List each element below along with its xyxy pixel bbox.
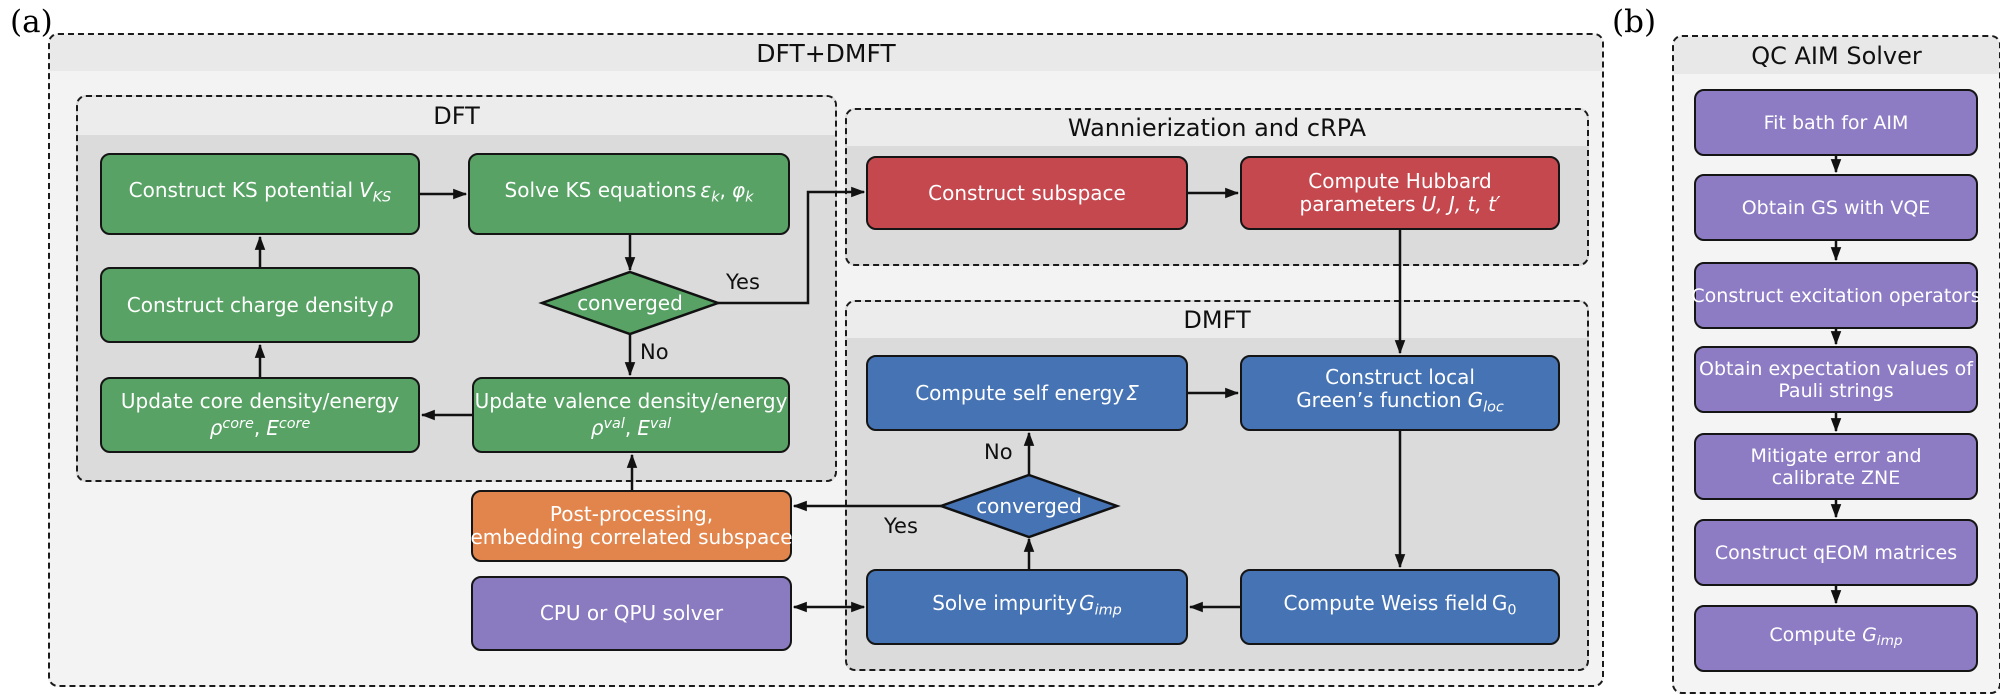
math-symbol: G <box>1079 590 1095 615</box>
node-update-core-density: Update core density/energy ρcore,Ecore <box>100 377 420 453</box>
node-text: Construct qEOM matrices <box>1714 541 1958 564</box>
node-cpu-qpu-solver: CPU or QPU solver <box>471 576 792 651</box>
node-text: , <box>719 177 726 202</box>
math-symbol: G <box>1467 388 1484 413</box>
decision-dmft-converged-label: converged <box>976 494 1082 518</box>
math-superscript: val <box>649 416 672 433</box>
math-subscript: loc <box>1483 399 1504 416</box>
node-text: , <box>253 415 261 440</box>
math-superscript: val <box>603 416 625 433</box>
decision-dft-converged-label: converged <box>577 291 683 315</box>
node-post-processing: Post-processing, embedding correlated su… <box>470 490 793 562</box>
node-text: Construct charge density <box>126 292 379 317</box>
math-symbol: ρ <box>209 415 223 440</box>
math-symbol: E <box>266 415 279 440</box>
node-fit-bath-for-aim: Fit bath for AIM <box>1694 89 1978 156</box>
section-dft-dmft-title: DFT+DMFT <box>756 38 896 68</box>
math-subscript: 0 <box>1507 602 1517 619</box>
math-subscript: k <box>711 189 720 206</box>
section-qc-aim-solver-titlebar: QC AIM Solver <box>1674 37 1999 74</box>
math-symbol: ε <box>700 177 712 202</box>
node-text: Obtain GS with VQE <box>1741 196 1931 219</box>
node-update-valence-density: Update valence density/energy ρval,Eval <box>472 377 790 453</box>
node-text: Construct local <box>1325 365 1475 390</box>
node-text: Post-processing, <box>549 502 714 526</box>
label-dft-yes: Yes <box>726 270 760 294</box>
node-text: Construct KS potential <box>128 177 354 202</box>
node-text: Solve impurity <box>932 590 1078 615</box>
math-symbol: G <box>1491 590 1508 615</box>
section-dmft-titlebar: DMFT <box>847 302 1587 338</box>
node-text: Update core density/energy <box>120 389 400 414</box>
math-symbol: E <box>637 415 650 440</box>
node-text: parameters <box>1299 192 1416 216</box>
panel-b-label: (b) <box>1612 4 1657 40</box>
node-text: Green’s function <box>1296 388 1462 413</box>
math-superscript: core <box>278 416 311 433</box>
node-text: embedding correlated subspace <box>470 525 793 549</box>
math-superscript: core <box>222 416 254 433</box>
math-symbol: ρ <box>590 415 604 440</box>
section-dft-title: DFT <box>433 102 480 130</box>
node-mitigate-error-zne: Mitigate error and calibrate ZNE <box>1694 433 1978 500</box>
node-construct-excitation-operators: Construct excitation operators <box>1691 262 1981 329</box>
label-dft-no: No <box>640 340 669 364</box>
node-obtain-gs-with-vqe: Obtain GS with VQE <box>1694 174 1978 241</box>
section-dmft-title: DMFT <box>1183 306 1251 334</box>
math-symbol: U, J, t, t′ <box>1421 192 1501 216</box>
panel-a-label: (a) <box>10 4 53 40</box>
math-subscript: k <box>745 189 754 206</box>
node-construct-subspace: Construct subspace <box>866 156 1188 230</box>
node-text: Obtain expectation values of <box>1699 357 1973 380</box>
node-text: Compute <box>1769 624 1857 647</box>
node-text: Construct excitation operators <box>1691 284 1981 307</box>
node-text: Compute Hubbard <box>1308 169 1492 193</box>
math-subscript: imp <box>1876 633 1903 650</box>
node-text: Construct subspace <box>928 180 1126 205</box>
node-construct-qeom-matrices: Construct qEOM matrices <box>1694 519 1978 586</box>
node-obtain-expectation-values: Obtain expectation values of Pauli strin… <box>1694 346 1978 413</box>
math-symbol: φ <box>731 177 746 202</box>
math-symbol: V <box>359 177 373 202</box>
label-dmft-no: No <box>984 440 1013 464</box>
math-subscript: KS <box>372 189 392 206</box>
node-text: Mitigate error and <box>1750 444 1922 467</box>
label-dmft-yes: Yes <box>884 514 918 538</box>
node-text: Pauli strings <box>1778 379 1894 402</box>
node-text: Compute Weiss field <box>1283 590 1488 615</box>
node-text: Solve KS equations <box>504 177 697 202</box>
node-text: CPU or QPU solver <box>539 601 724 625</box>
math-subscript: imp <box>1094 602 1122 619</box>
section-dft-dmft-titlebar: DFT+DMFT <box>50 35 1602 71</box>
node-text: calibrate ZNE <box>1771 466 1901 489</box>
section-qc-aim-solver-title: QC AIM Solver <box>1751 41 1922 70</box>
math-symbol: ρ <box>380 292 394 317</box>
node-text: , <box>624 415 632 440</box>
node-text: Update valence density/energy <box>474 389 788 414</box>
node-text: Fit bath for AIM <box>1763 111 1909 134</box>
section-dft-titlebar: DFT <box>78 97 835 135</box>
node-text: Compute self energy <box>915 380 1125 405</box>
section-wannierization-title: Wannierization and cRPA <box>1067 114 1367 142</box>
math-symbol: Σ <box>1126 380 1139 405</box>
math-symbol: G <box>1862 624 1877 647</box>
section-wannierization-titlebar: Wannierization and cRPA <box>847 110 1587 146</box>
